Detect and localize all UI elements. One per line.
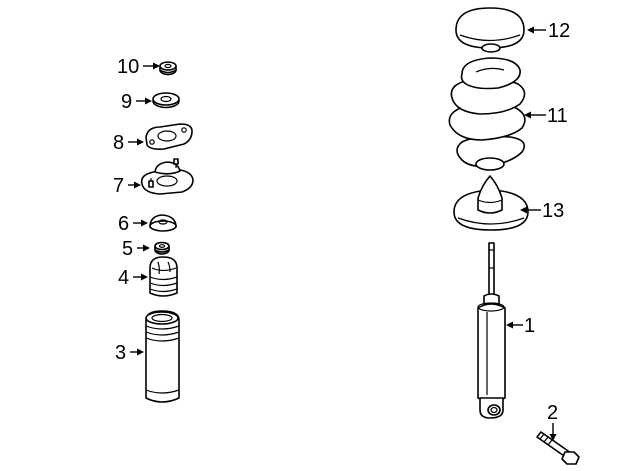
callout-3: 3 [115, 342, 144, 364]
callout-4: 4 [118, 267, 148, 289]
callout-2-label: 2 [547, 402, 558, 424]
part-5-nut [154, 241, 170, 255]
callout-13: 13 [520, 200, 564, 222]
callout-9: 9 [121, 91, 152, 113]
callout-10: 10 [117, 56, 160, 78]
callout-11-label: 11 [547, 105, 568, 127]
part-12-spring-seat [455, 7, 525, 53]
callout-6-label: 6 [118, 213, 129, 235]
callout-13-label: 13 [542, 200, 564, 222]
callout-8: 8 [113, 132, 144, 154]
part-10-nut [159, 61, 177, 76]
callout-5-label: 5 [122, 238, 133, 260]
callout-4-label: 4 [118, 267, 129, 289]
callout-6: 6 [118, 213, 148, 235]
part-8-gasket [145, 123, 193, 150]
part-2-bolt [536, 431, 580, 465]
callout-1: 1 [506, 315, 535, 337]
part-1-shock-absorber [477, 242, 506, 419]
part-4-bump-stop [149, 256, 178, 297]
part-6-cap [149, 214, 177, 232]
callout-11: 11 [524, 105, 568, 127]
callout-9-label: 9 [121, 91, 132, 113]
callout-12: 12 [527, 20, 570, 42]
part-9-washer [152, 92, 180, 109]
part-7-strut-mount [140, 158, 194, 195]
callout-2: 2 [547, 402, 558, 441]
callout-10-label: 10 [117, 56, 139, 78]
callout-7: 7 [113, 175, 141, 197]
part-3-dust-boot [145, 310, 180, 403]
callout-1-label: 1 [524, 315, 535, 337]
callout-7-label: 7 [113, 175, 124, 197]
part-13-lower-seat [453, 175, 529, 231]
callout-5: 5 [122, 238, 150, 260]
callout-8-label: 8 [113, 132, 124, 154]
callout-3-label: 3 [115, 342, 126, 364]
part-11-coil-spring [448, 57, 526, 171]
callout-12-label: 12 [548, 20, 570, 42]
